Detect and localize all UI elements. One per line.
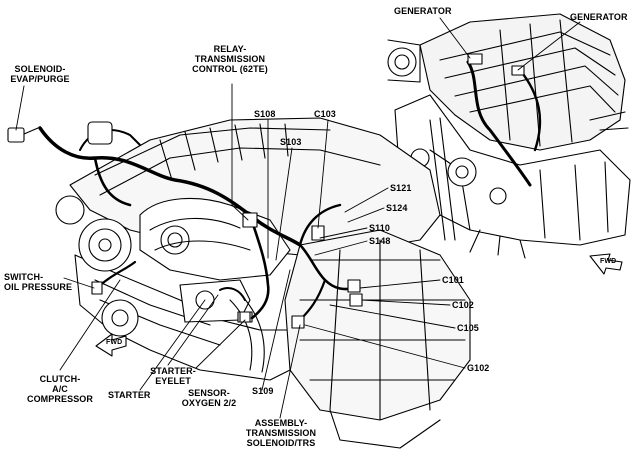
relay-line-1: RELAY-	[213, 44, 247, 54]
assembly-line-2: TRANSMISSION	[245, 428, 317, 438]
fwd-arrow-main	[95, 333, 127, 357]
assembly-line-3: SOLENOID/TRS	[246, 438, 316, 448]
c105-label: C105	[457, 323, 479, 333]
c103-label: C103	[314, 109, 336, 119]
relay-line-2: TRANSMISSION	[194, 54, 266, 64]
solenoid-evap-line-1: SOLENOID-	[14, 64, 66, 74]
s108-label: S108	[254, 109, 276, 119]
clutch-line-3: COMPRESSOR	[26, 394, 93, 404]
fwd-main-label: FWD	[106, 339, 123, 346]
clutch-line-2: A/C	[52, 384, 68, 394]
fwd-inset-label: FWD	[600, 258, 617, 265]
solenoid-evap-purge-label: SOLENOID- EVAP/PURGE	[8, 64, 72, 84]
s148-label: S148	[369, 236, 391, 246]
switch-line-1: SWITCH-	[4, 272, 44, 282]
sensor-oxygen-label: SENSOR- OXYGEN 2/2	[174, 388, 244, 408]
solenoid-evap-line-2: EVAP/PURGE	[10, 74, 70, 84]
s124-label: S124	[386, 203, 408, 213]
g102-label: G102	[467, 363, 490, 373]
s121-label: S121	[390, 183, 412, 193]
s103-label: S103	[280, 137, 302, 147]
assembly-transmission-solenoid-label: ASSEMBLY- TRANSMISSION SOLENOID/TRS	[236, 418, 326, 448]
generator-right-label: GENERATOR	[570, 12, 628, 22]
leader-lines	[15, 17, 581, 419]
switch-oil-pressure-label: SWITCH- OIL PRESSURE	[4, 272, 72, 292]
starter-label: STARTER	[108, 390, 151, 400]
c101-label: C101	[442, 275, 464, 285]
c102-label: C102	[452, 300, 474, 310]
clutch-ac-compressor-label: CLUTCH- A/C COMPRESSOR	[20, 374, 100, 404]
clutch-line-1: CLUTCH-	[39, 374, 81, 384]
relay-transmission-control-label: RELAY- TRANSMISSION CONTROL (62TE)	[180, 44, 280, 74]
assembly-line-1: ASSEMBLY-	[254, 418, 308, 428]
inset-engine-view	[387, 13, 631, 259]
generator-left-label: GENERATOR	[394, 6, 452, 16]
s109-label: S109	[252, 386, 274, 396]
sensor-line-2: OXYGEN 2/2	[181, 398, 237, 408]
starter-eyelet-line-2: EYELET	[155, 376, 191, 386]
sensor-line-1: SENSOR-	[188, 388, 230, 398]
starter-eyelet-label: STARTER- EYELET	[148, 366, 198, 386]
relay-line-3: CONTROL (62TE)	[192, 64, 268, 74]
fwd-arrow-inset	[589, 253, 623, 275]
switch-line-2: OIL PRESSURE	[4, 282, 73, 292]
starter-eyelet-line-1: STARTER-	[150, 366, 196, 376]
s110-label: S110	[369, 223, 390, 233]
